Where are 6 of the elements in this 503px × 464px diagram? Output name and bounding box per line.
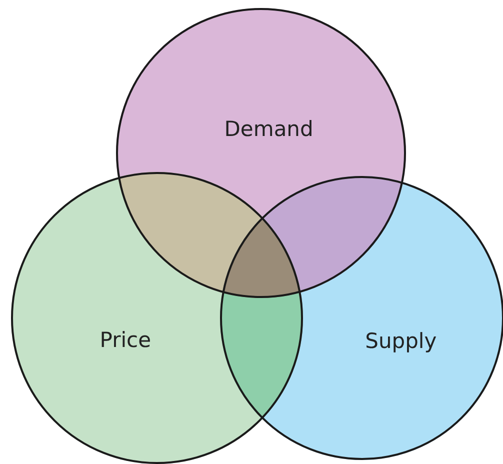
- circle-label: Demand: [224, 116, 314, 141]
- venn-circle: [116, 8, 406, 298]
- venn-circle: [11, 172, 303, 464]
- venn-circle: [220, 176, 503, 460]
- circle-label: Price: [100, 328, 152, 352]
- circle-label: Supply: [365, 329, 437, 354]
